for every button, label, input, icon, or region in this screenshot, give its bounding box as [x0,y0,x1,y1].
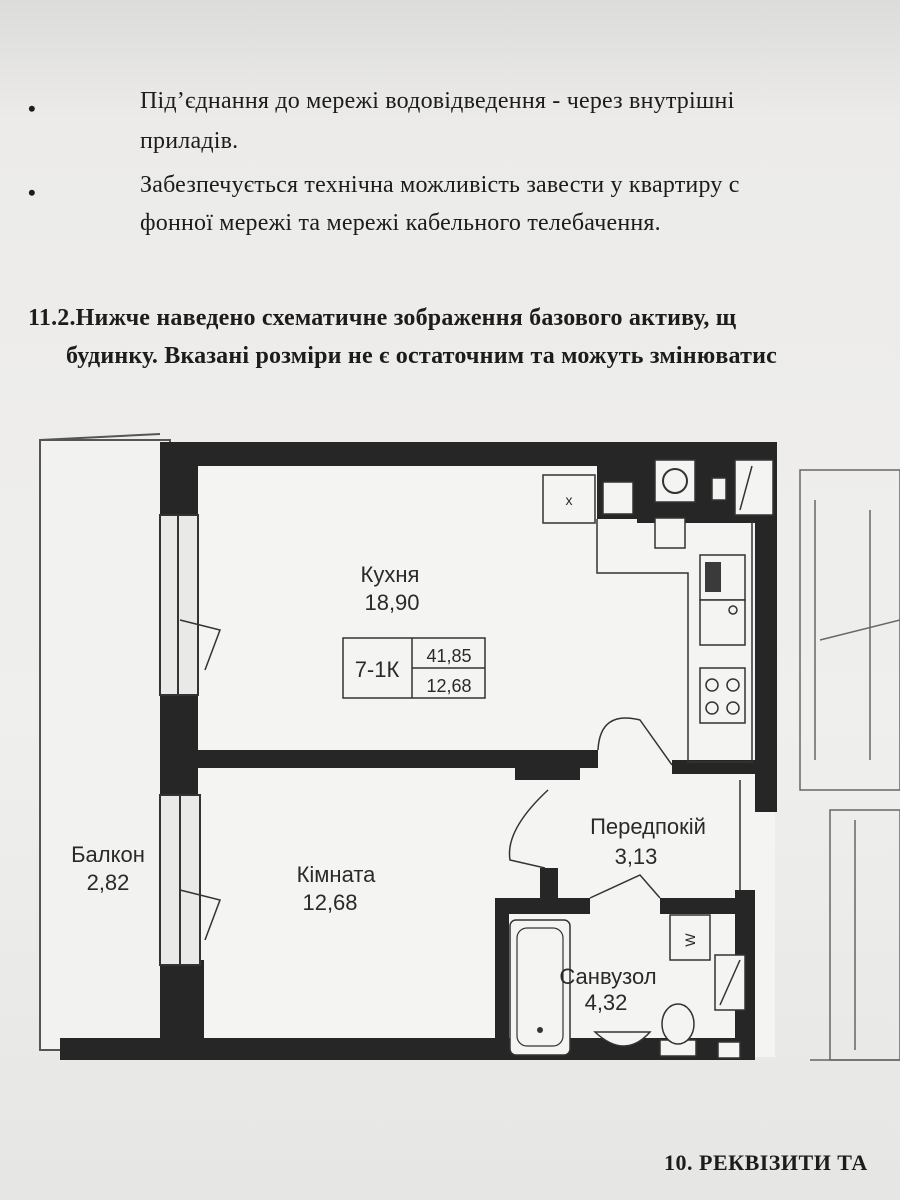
kitchen-label: Кухня [361,562,420,587]
sink-basin [699,599,746,646]
kitchen-area: 18,90 [364,590,419,615]
burner-icon [726,678,740,692]
service-niche-line [739,465,753,511]
bathroom-basin [593,1031,652,1047]
bullet-text: Під’єднання до мережі водовідведення - ч… [140,88,735,114]
room-label: Кімната [297,862,377,887]
bath-drain [537,1027,543,1033]
next-section-heading: 10. РЕКВІЗИТИ ТА [664,1150,868,1175]
balcony-label: Балкон [71,842,145,867]
living-area: 12,68 [426,676,471,696]
kitchen-stove [699,667,746,724]
boiler-unit [654,517,686,549]
kitchen-door [597,717,673,766]
balcony-edge [39,433,161,441]
room-area: 12,68 [302,890,357,915]
windows [159,514,201,966]
room-door [508,789,549,869]
toilet-bowl [661,1003,695,1045]
hallway-label: Передпокій [590,814,706,839]
vent-shaft [542,474,596,524]
apartment-code: 7-1К [355,657,400,682]
burner-icon [726,701,740,715]
window-sash [179,889,221,941]
tap-icon [728,605,738,615]
bullet-text: Забезпечується технічна можливість завес… [140,172,740,198]
adjacent-plan-fragment [799,469,900,1061]
vent-cross-mark: x [566,492,573,508]
floor-plan: x W Кухня 18,90 7-1К 41,85 12 [39,433,900,1061]
burner-icon [705,678,719,692]
section-paragraph-line: 11.2.Нижче наведено схематичне зображенн… [28,305,737,331]
bathroom-area: 4,32 [585,990,628,1015]
bathroom-door [589,874,661,899]
window-sash [179,619,221,671]
bathtub [509,919,571,1056]
bullet-marker: • [28,96,36,121]
boiler [654,459,696,503]
apartment-code-box [342,637,486,699]
bath-riser [717,1041,741,1059]
bathtub-inner [516,927,564,1047]
washing-machine [669,914,711,961]
bathroom-label: Санвузол [559,964,656,989]
bullet-text: приладів. [140,128,239,154]
washer-mark: W [682,933,698,947]
meter-box [602,481,634,515]
balcony-area [39,439,171,1051]
sink-drainer [705,562,721,592]
burner-icon [705,701,719,715]
bullet-marker: • [28,180,36,205]
balcony-area-value: 2,82 [87,870,130,895]
bath-niche-line [719,959,741,1006]
section-paragraph-line: будинку. Вказані розміри не є остаточним… [66,343,777,369]
total-area: 41,85 [426,646,471,666]
hallway-area: 3,13 [615,844,658,869]
boiler-circle [662,468,688,494]
kitchen-counter [596,519,753,763]
riser-pipe [711,477,727,501]
bullet-text: фонної мережі та мережі кабельного телеб… [140,210,661,236]
